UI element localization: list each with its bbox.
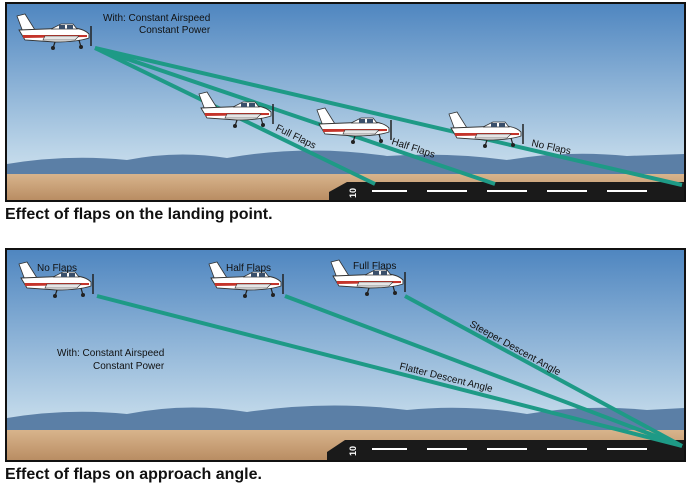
runway-number: 10	[348, 446, 358, 456]
conditions-line-2: Constant Power	[139, 25, 211, 36]
mountains	[7, 150, 684, 176]
caption-landing-point: Effect of flaps on the landing point.	[5, 206, 273, 223]
half-flaps-path	[94, 46, 496, 186]
half-flaps-label: Half Flaps	[226, 263, 271, 274]
conditions-line-2: Constant Power	[93, 361, 165, 372]
approach-angle-panel: 10 No Flaps Half Flaps Full Flaps With: …	[5, 248, 686, 462]
landing-point-panel: 10 With: Constant Airspeed Constant Powe…	[5, 2, 686, 202]
runway-number: 10	[348, 188, 358, 198]
caption-approach-angle: Effect of flaps on approach angle.	[5, 466, 262, 483]
conditions-line-1: With: Constant Airspeed	[57, 348, 164, 359]
full-flaps-label: Full Flaps	[353, 261, 396, 272]
half-flaps-path	[284, 294, 683, 448]
full-flaps-path	[404, 294, 683, 448]
mountains	[7, 405, 684, 432]
no-flaps-path	[96, 294, 683, 448]
conditions-line-1: With: Constant Airspeed	[103, 13, 210, 24]
no-flaps-path	[94, 46, 683, 187]
no-flaps-label: No Flaps	[37, 263, 77, 274]
